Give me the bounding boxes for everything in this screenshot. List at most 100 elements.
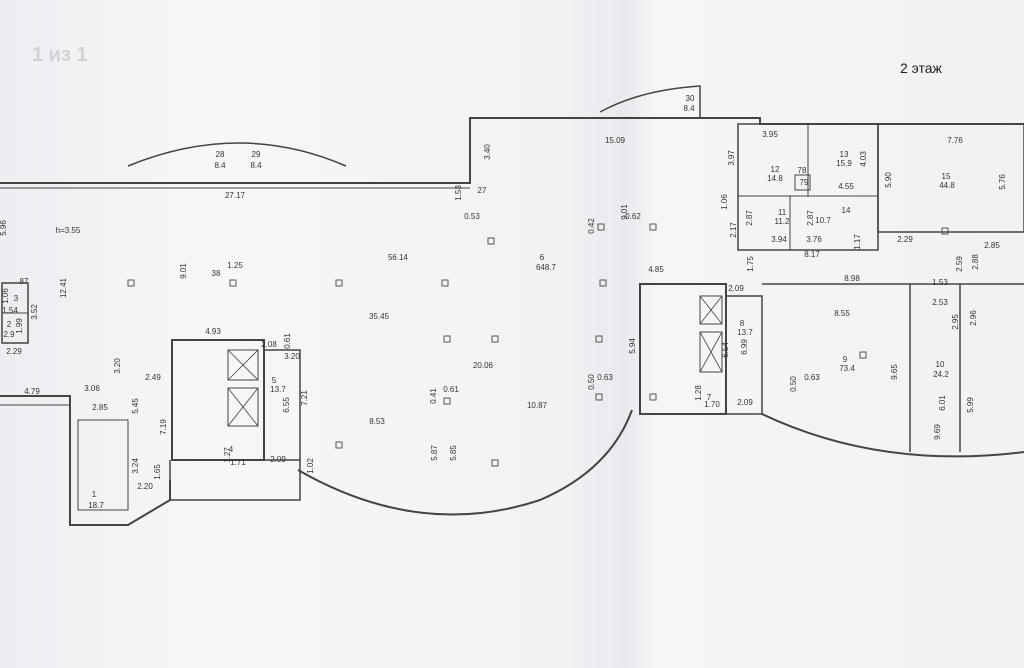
room-number: 10 (936, 360, 945, 369)
dimension-label: 6.54 (721, 342, 730, 358)
dimension-label: 2.85 (984, 241, 1000, 250)
dimension-label: 1.53 (932, 278, 948, 287)
dimension-label: 2.59 (955, 256, 964, 272)
room-8-wall (725, 295, 763, 415)
dimension-label: 0.42 (587, 218, 596, 234)
dimension-label: 2.17 (729, 222, 738, 238)
room-number: 13 (840, 150, 849, 159)
dimension-label: 7.21 (300, 390, 309, 406)
dimension-label: 1.75 (746, 256, 755, 272)
room-area: 14.8 (767, 174, 783, 183)
dimension-label: 27 (478, 186, 487, 195)
room-number: 4 (229, 445, 234, 454)
dimension-label: 87 (20, 277, 29, 286)
dimension-label: 1.28 (694, 385, 703, 401)
dimension-label: 2.09 (737, 398, 753, 407)
dimension-label: 8.53 (369, 417, 385, 426)
room-area: 24.2 (933, 370, 949, 379)
dimension-label: 5.99 (966, 397, 975, 413)
dimension-label: 5.94 (628, 338, 637, 354)
dimension-label: 0.50 (587, 374, 596, 390)
dimension-label: 2.53 (932, 298, 948, 307)
dimension-label: 0.62 (625, 212, 641, 221)
dimension-label: 1.25 (227, 261, 243, 270)
dimension-label: 0.63 (804, 373, 820, 382)
room-number: 3 (14, 294, 19, 303)
dimension-label: 3.95 (762, 130, 778, 139)
room-area: 13.7 (737, 328, 753, 337)
dimension-label: 56.14 (388, 253, 409, 262)
dimension-label: 4.03 (859, 151, 868, 167)
dimension-label: 2.87 (806, 210, 815, 226)
dimension-label: 2.08 (261, 340, 277, 349)
dimension-label: 0.61 (283, 333, 292, 349)
dimension-label: 0.63 (597, 373, 613, 382)
dimension-label: 2.88 (971, 254, 980, 270)
dimension-label: 8.55 (834, 309, 850, 318)
room-area: 13.7 (270, 385, 286, 394)
dimension-label: h=3.55 (56, 226, 81, 235)
dimension-label: 2.49 (145, 373, 161, 382)
dimension-label: 1.53 (454, 185, 463, 201)
dimension-label: 7.76 (947, 136, 963, 145)
dimension-label: 3.24 (131, 458, 140, 474)
dimension-label: 4.93 (205, 327, 221, 336)
room-number: 15 (942, 172, 951, 181)
dimension-label: 4.79 (24, 387, 40, 396)
dimension-label: 6.01 (938, 395, 947, 411)
room-5-wall (263, 349, 301, 461)
dimension-label: 3.20 (113, 358, 122, 374)
main-arc-right (761, 413, 1024, 458)
dimension-label: 5.87 (430, 445, 439, 461)
columns (127, 223, 949, 467)
room-number: 11 (778, 208, 787, 217)
dimension-label: 2.96 (969, 310, 978, 326)
lift-left-a (227, 349, 259, 381)
dimension-label: 2.29 (6, 347, 22, 356)
dimension-label: 1.27 (223, 447, 232, 463)
dimension-label: 1.99 (15, 318, 24, 334)
dimension-label: 1.02 (306, 458, 315, 474)
room-number: 1 (92, 490, 97, 499)
room-number: 5 (272, 376, 277, 385)
room-number: 8 (740, 319, 745, 328)
dimension-label: 8.17 (804, 250, 820, 259)
dimension-label: 3.97 (727, 150, 736, 166)
dimension-label: 5.96 (0, 220, 8, 236)
dimension-label: 0.50 (789, 376, 798, 392)
room-area: 1.70 (704, 400, 720, 409)
room-area: 11.2 (775, 217, 791, 226)
page-counter: 1 из 1 (32, 44, 88, 66)
room-number: 6 (540, 253, 545, 262)
dimension-label: 6.99 (740, 339, 749, 355)
room-number: 38 (212, 269, 221, 278)
lift-right-a (699, 295, 723, 325)
dimension-label: 3.52 (30, 304, 39, 320)
room-area: 10.7 (815, 216, 831, 225)
dimension-label: 2.20 (137, 482, 153, 491)
dimension-label: 5.90 (884, 172, 893, 188)
room-15-wall (877, 123, 1024, 233)
dimension-label: 1.06 (720, 194, 729, 210)
room-number: 14 (842, 206, 851, 215)
dimension-label: 9.01 (179, 263, 188, 279)
dimension-label: 10.87 (527, 401, 548, 410)
room-area: 1.71 (230, 458, 246, 467)
room-number: 7 (707, 393, 712, 402)
dimension-label: 1.65 (153, 464, 162, 480)
dimension-label: 0.61 (443, 385, 459, 394)
dimension-label: 1.54 (2, 306, 18, 315)
left-lower-wall (0, 395, 171, 526)
dimension-label: 3.76 (806, 235, 822, 244)
dimension-label: 27.17 (225, 191, 246, 200)
room-area: 73.4 (839, 364, 855, 373)
dimension-label: 7.19 (159, 419, 168, 435)
room-area: 8.4 (683, 104, 695, 113)
room-area: 18.7 (88, 501, 104, 510)
dimension-label: 3.94 (771, 235, 787, 244)
room-area: 15.9 (836, 159, 852, 168)
dimension-label: 35.45 (369, 312, 390, 321)
dimension-label: 4.85 (648, 265, 664, 274)
room-area: 44.8 (939, 181, 955, 190)
